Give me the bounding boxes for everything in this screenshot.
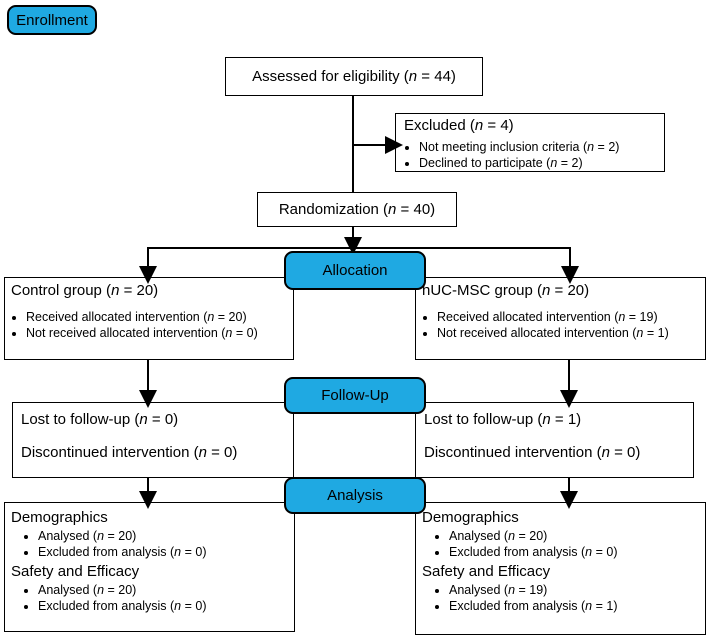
followup-left-box: Lost to follow-up (n = 0) Discontinued i… bbox=[12, 402, 294, 478]
analysis-bullet: Analysed (n = 20) bbox=[38, 528, 288, 544]
analysis-right-demographics-list: Analysed (n = 20) Excluded from analysis… bbox=[422, 528, 699, 561]
followup-left-line: Lost to follow-up (n = 0) bbox=[21, 411, 179, 428]
assessed-box: Assessed for eligibility (n = 44) bbox=[225, 57, 483, 96]
enrollment-badge-label: Enrollment bbox=[16, 11, 88, 29]
control-bullet: Not received allocated intervention (n =… bbox=[26, 325, 287, 341]
followup-badge-label: Follow-Up bbox=[321, 387, 389, 404]
excluded-box: Excluded (n = 4) Not meeting inclusion c… bbox=[395, 113, 665, 172]
analysis-left-header-safety: Safety and Efficacy bbox=[11, 563, 140, 580]
analysis-right-header-demographics: Demographics bbox=[422, 509, 519, 526]
analysis-left-demographics-list: Analysed (n = 20) Excluded from analysis… bbox=[11, 528, 288, 561]
analysis-bullet: Excluded from analysis (n = 0) bbox=[38, 598, 288, 614]
excluded-bullet: Not meeting inclusion criteria (n = 2) bbox=[419, 139, 656, 155]
randomization-box: Randomization (n = 40) bbox=[257, 192, 457, 227]
enrollment-badge: Enrollment bbox=[7, 5, 97, 35]
huc-bullet: Not received allocated intervention (n =… bbox=[437, 325, 699, 341]
followup-right-box: Lost to follow-up (n = 1) Discontinued i… bbox=[415, 402, 694, 478]
analysis-bullet: Analysed (n = 20) bbox=[38, 582, 288, 598]
followup-left-line: Discontinued intervention (n = 0) bbox=[21, 444, 238, 461]
analysis-bullet: Analysed (n = 19) bbox=[449, 582, 699, 598]
followup-badge: Follow-Up bbox=[284, 377, 426, 414]
control-bullet: Received allocated intervention (n = 20) bbox=[26, 309, 287, 325]
analysis-right-box: Demographics Analysed (n = 20) Excluded … bbox=[415, 502, 706, 635]
assessed-label: Assessed for eligibility (n = 44) bbox=[252, 68, 456, 85]
huc-msc-group-box: hUC-MSC group (n = 20) Received allocate… bbox=[415, 277, 706, 360]
allocation-badge: Allocation bbox=[284, 251, 426, 290]
analysis-right-header-safety: Safety and Efficacy bbox=[422, 563, 551, 580]
huc-msc-group-title: hUC-MSC group (n = 20) bbox=[422, 282, 590, 299]
analysis-bullet: Analysed (n = 20) bbox=[449, 528, 699, 544]
analysis-left-header-demographics: Demographics bbox=[11, 509, 108, 526]
analysis-bullet: Excluded from analysis (n = 0) bbox=[38, 544, 288, 560]
control-group-title: Control group (n = 20) bbox=[11, 282, 159, 299]
analysis-bullet: Excluded from analysis (n = 0) bbox=[449, 544, 699, 560]
analysis-right-safety-list: Analysed (n = 19) Excluded from analysis… bbox=[422, 582, 699, 615]
analysis-badge: Analysis bbox=[284, 477, 426, 514]
excluded-bullet-list: Not meeting inclusion criteria (n = 2) D… bbox=[404, 139, 656, 171]
analysis-left-box: Demographics Analysed (n = 20) Excluded … bbox=[4, 502, 295, 632]
control-group-box: Control group (n = 20) Received allocate… bbox=[4, 277, 294, 360]
analysis-badge-label: Analysis bbox=[327, 487, 383, 504]
excluded-bullet: Declined to participate (n = 2) bbox=[419, 155, 656, 171]
followup-right-line: Lost to follow-up (n = 1) bbox=[424, 411, 582, 428]
analysis-left-safety-list: Analysed (n = 20) Excluded from analysis… bbox=[11, 582, 288, 615]
control-bullet-list: Received allocated intervention (n = 20)… bbox=[11, 309, 287, 341]
allocation-badge-label: Allocation bbox=[322, 262, 388, 279]
analysis-bullet: Excluded from analysis (n = 1) bbox=[449, 598, 699, 614]
huc-bullet-list: Received allocated intervention (n = 19)… bbox=[422, 309, 699, 341]
huc-bullet: Received allocated intervention (n = 19) bbox=[437, 309, 699, 325]
followup-right-line: Discontinued intervention (n = 0) bbox=[424, 444, 641, 461]
excluded-title: Excluded (n = 4) bbox=[404, 117, 514, 134]
randomization-label: Randomization (n = 40) bbox=[278, 201, 436, 218]
